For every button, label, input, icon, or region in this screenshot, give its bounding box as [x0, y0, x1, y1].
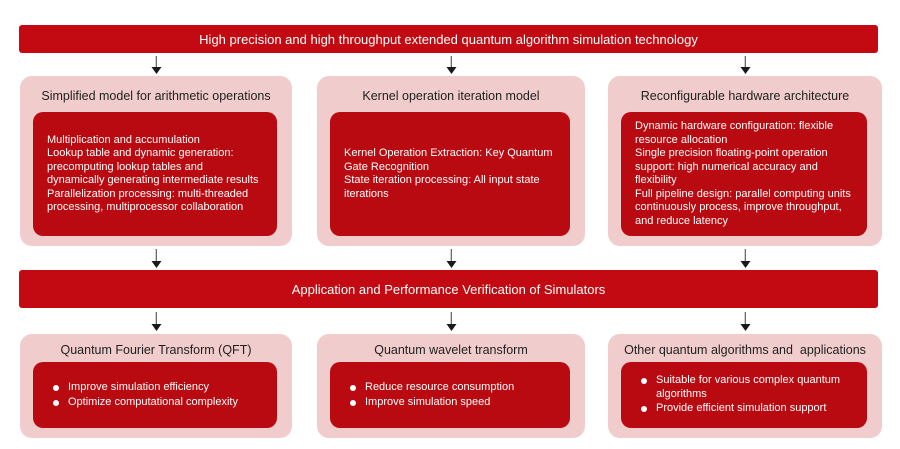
detail-line: Multiplication and accumulation	[47, 133, 200, 146]
bullet-icon	[350, 399, 356, 406]
panel-detail-box: Suitable for various complex quantum alg…	[621, 362, 867, 428]
bullet-text: Improve simulation efficiency	[68, 381, 210, 393]
detail-line: Single precision floating-point operatio…	[635, 147, 831, 186]
panel-detail-box: Kernel Operation Extraction: Key Quantum…	[330, 112, 570, 236]
panel-title: Simplified model for arithmetic operatio…	[41, 89, 271, 103]
list-item: Reduce resource consumption	[344, 381, 556, 395]
detail-line: State iteration processing: All input st…	[344, 174, 543, 200]
panel-title: Quantum Fourier Transform (QFT)	[60, 343, 252, 357]
bullet-text: Optimize computational complexity	[68, 395, 238, 408]
top-banner-label: High precision and high throughput exten…	[199, 31, 698, 47]
detail-line: Dynamic hardware configuration: flexible…	[635, 120, 837, 146]
down-arrow-icon	[446, 312, 457, 331]
panel-title: Kernel operation iteration model	[362, 89, 540, 103]
panel-wavelet-transform: Quantum wavelet transform Reduce resourc…	[317, 334, 585, 438]
down-arrow-icon	[151, 249, 162, 268]
bullet-icon	[641, 378, 647, 385]
bullet-text: Suitable for various complex quantum alg…	[656, 374, 841, 400]
down-arrow-icon	[446, 249, 457, 268]
bullet-icon	[53, 385, 59, 391]
down-arrow-icon	[740, 56, 751, 74]
detail-line: Lookup table and dynamic generation: pre…	[47, 147, 259, 186]
down-arrow-icon	[446, 56, 457, 74]
panel-detail-box: Multiplication and accumulation Lookup t…	[33, 112, 277, 236]
bullet-icon	[350, 385, 356, 391]
bullet-icon	[53, 399, 59, 406]
panel-other-algorithms: Other quantum algorithms and application…	[608, 334, 882, 438]
detail-line: Kernel Operation Extraction: Key Quantum…	[344, 147, 556, 173]
bullet-text: Provide efficient simulation support	[656, 402, 827, 415]
panel-qft: Quantum Fourier Transform (QFT) Improve …	[20, 334, 292, 438]
panel-detail-box: Dynamic hardware configuration: flexible…	[621, 112, 867, 236]
middle-banner-label: Application and Performance Verification…	[291, 281, 606, 297]
panel-title: Other quantum algorithms and application…	[624, 343, 866, 357]
panel-title: Quantum wavelet transform	[374, 343, 528, 357]
bullet-text: Improve simulation speed	[365, 395, 491, 408]
panel-detail-box: Reduce resource consumption Improve simu…	[330, 362, 570, 428]
middle-banner: Application and Performance Verification…	[19, 270, 878, 308]
detail-line: Parallelization processing: multi-thread…	[47, 187, 252, 214]
detail-line: Full pipeline design: parallel computing…	[635, 187, 854, 227]
top-banner: High precision and high throughput exten…	[19, 25, 878, 53]
panel-simplified-model: Simplified model for arithmetic operatio…	[20, 76, 292, 246]
list-item: Improve simulation speed	[344, 396, 556, 410]
bullet-icon	[641, 406, 647, 413]
panel-reconfigurable-hardware: Reconfigurable hardware architecture Dyn…	[608, 76, 882, 246]
panel-detail-box: Improve simulation efficiency Optimize c…	[33, 362, 277, 428]
down-arrow-icon	[740, 312, 751, 331]
list-item: Optimize computational complexity	[47, 396, 263, 410]
down-arrow-icon	[151, 312, 162, 331]
panel-kernel-operation: Kernel operation iteration model Kernel …	[317, 76, 585, 246]
list-item: Suitable for various complex quantum alg…	[635, 374, 853, 401]
bullet-text: Reduce resource consumption	[365, 381, 515, 393]
list-item: Improve simulation efficiency	[47, 381, 263, 395]
down-arrow-icon	[151, 56, 162, 74]
list-item: Provide efficient simulation support	[635, 402, 853, 416]
panel-title: Reconfigurable hardware architecture	[640, 89, 850, 103]
down-arrow-icon	[740, 249, 751, 268]
